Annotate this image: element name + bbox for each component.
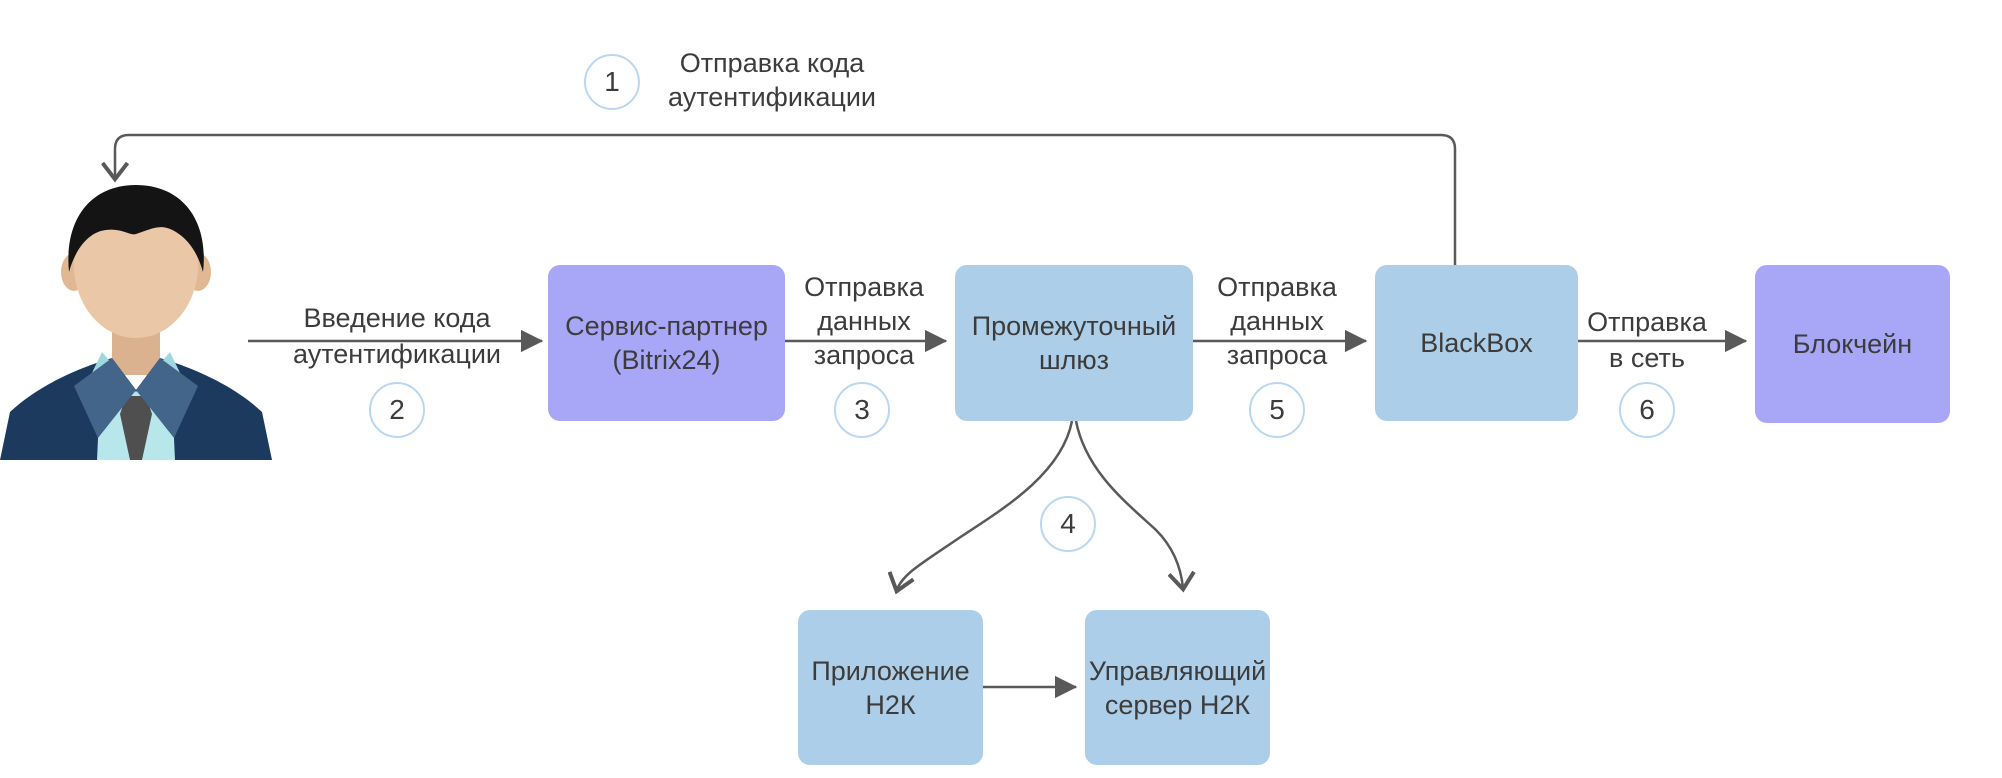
edge-label-send-to-network: Отправка в сеть	[1547, 304, 1747, 376]
node-intermediate-gateway: Промежуточный шлюз	[955, 265, 1193, 421]
user-avatar-icon	[0, 185, 272, 460]
node-label-line: Н2К	[865, 689, 916, 720]
node-label-line: Сервис-партнер	[565, 311, 768, 341]
edge-label-line: запроса	[813, 340, 915, 370]
edge-gateway-to-server	[1074, 420, 1183, 588]
edge-label-line: запроса	[1226, 340, 1328, 370]
edge-label-enter-auth-code: Введение кода аутентификации	[267, 300, 527, 372]
step-number: 3	[854, 394, 870, 425]
edge-label-send-request-data-2: Отправка данных запроса	[1177, 270, 1377, 372]
edge-label-line: Отправка	[804, 272, 924, 302]
step-number: 1	[604, 66, 620, 97]
step-badge-1: 1	[584, 54, 640, 110]
node-blockchain: Блокчейн	[1755, 265, 1950, 423]
step-badge-2: 2	[369, 382, 425, 438]
edge-label-line: аутентификации	[293, 339, 501, 369]
edge-label-line: данных	[1230, 306, 1324, 336]
node-h2k-control-server: Управляющий сервер Н2К	[1085, 610, 1270, 765]
edge-label-line: данных	[817, 306, 911, 336]
step-number: 6	[1639, 394, 1655, 425]
node-blackbox: BlackBox	[1375, 265, 1578, 421]
edge-label-line: Введение кода	[303, 303, 491, 333]
edge-label-send-request-data-1: Отправка данных запроса	[764, 270, 964, 372]
edge-label-line: Отправка кода	[679, 48, 865, 78]
node-h2k-app: Приложение Н2К	[798, 610, 983, 765]
step-number: 5	[1269, 394, 1285, 425]
node-label-line: Управляющий	[1088, 655, 1267, 686]
node-label-line: Промежуточный	[971, 311, 1177, 341]
step-number: 4	[1060, 508, 1076, 539]
edge-blackbox-to-user	[115, 133, 1457, 267]
step-badge-4: 4	[1040, 496, 1096, 552]
node-label-line: Приложение	[811, 655, 970, 686]
step-badge-6: 6	[1619, 382, 1675, 438]
edge-label-send-auth-code: Отправка кода аутентификации	[642, 46, 902, 114]
step-badge-3: 3	[834, 382, 890, 438]
node-label-line: (Bitrix24)	[612, 345, 721, 375]
node-service-partner: Сервис-партнер (Bitrix24)	[548, 265, 785, 421]
edge-label-line: аутентификации	[668, 82, 876, 112]
node-label-line: Блокчейн	[1792, 329, 1913, 359]
edge-label-line: Отправка	[1587, 307, 1707, 337]
step-badge-5: 5	[1249, 382, 1305, 438]
edge-label-line: в сеть	[1609, 343, 1685, 373]
node-label-line: шлюз	[1038, 345, 1110, 375]
step-number: 2	[389, 394, 405, 425]
node-label-line: сервер Н2К	[1104, 689, 1251, 720]
node-label-line: BlackBox	[1420, 328, 1533, 358]
edge-label-line: Отправка	[1217, 272, 1337, 302]
